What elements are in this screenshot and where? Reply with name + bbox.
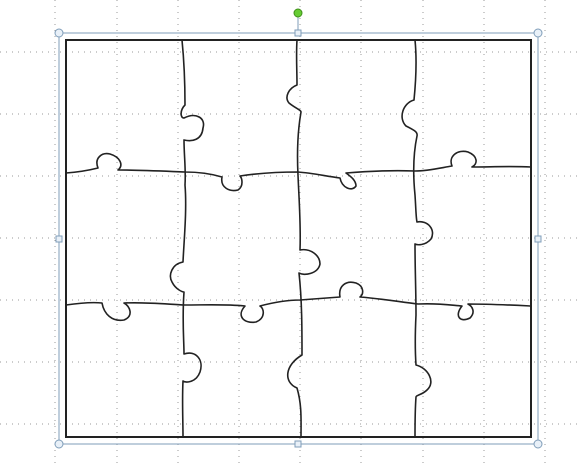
puzzle-outer-border[interactable] bbox=[66, 40, 531, 437]
resize-handle-right-icon[interactable] bbox=[535, 236, 541, 242]
rotate-handle-icon[interactable] bbox=[294, 9, 302, 17]
selection-frame bbox=[59, 33, 538, 444]
puzzle-horizontal-cut-2[interactable] bbox=[66, 282, 531, 322]
shape-selection[interactable] bbox=[55, 9, 542, 448]
resize-handle-left-icon[interactable] bbox=[56, 236, 62, 242]
resize-handle-top-right-icon[interactable] bbox=[534, 29, 542, 37]
resize-handle-bottom-icon[interactable] bbox=[295, 441, 301, 447]
puzzle-vertical-cut-3[interactable] bbox=[402, 40, 432, 437]
puzzle-vertical-cut-2[interactable] bbox=[287, 40, 320, 437]
jigsaw-puzzle-shape[interactable] bbox=[66, 40, 531, 437]
resize-handle-top-icon[interactable] bbox=[295, 30, 301, 36]
resize-handle-bottom-left-icon[interactable] bbox=[55, 440, 63, 448]
resize-handle-bottom-right-icon[interactable] bbox=[534, 440, 542, 448]
resize-handle-top-left-icon[interactable] bbox=[55, 29, 63, 37]
